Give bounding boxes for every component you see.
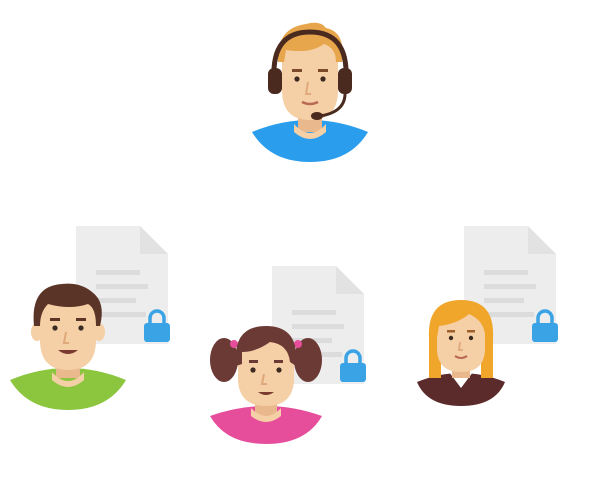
- man-avatar: [10, 283, 126, 410]
- girl-avatar: [210, 326, 322, 444]
- lock-icon-girl: [340, 349, 366, 382]
- headset-agent-avatar: [252, 22, 368, 162]
- lock-icon-woman: [532, 309, 558, 342]
- woman-avatar: [417, 300, 505, 406]
- lock-icon-man: [144, 309, 170, 342]
